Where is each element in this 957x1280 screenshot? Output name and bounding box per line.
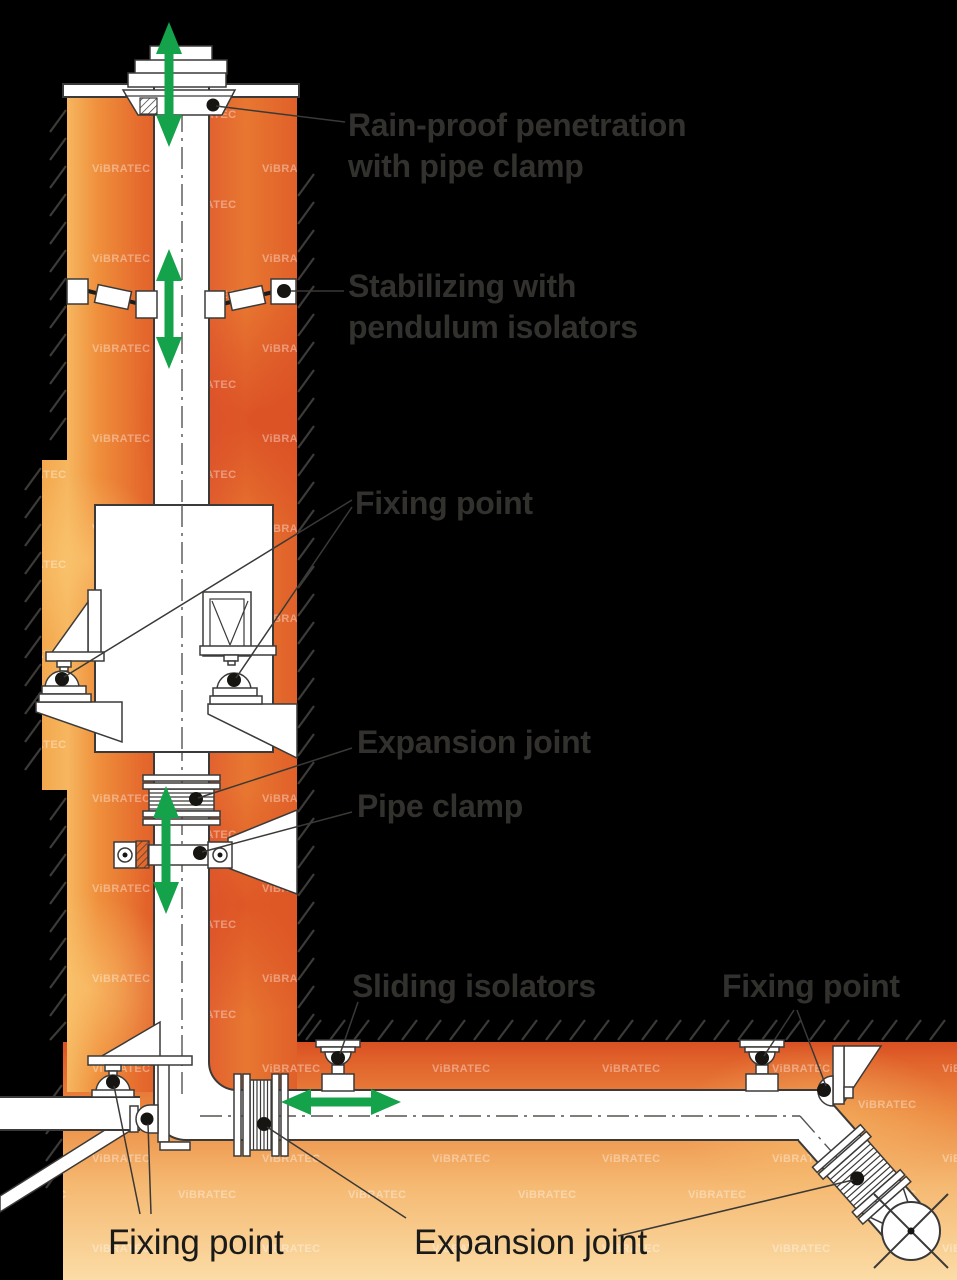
movement-arrow-upper: [156, 249, 182, 369]
sliding-isolator-right: [739, 1039, 785, 1092]
wall-hatching: [24, 109, 315, 1041]
movement-arrow-lower: [153, 786, 179, 914]
label-expansion-joint-bottom: Expansion joint: [414, 1223, 647, 1262]
label-stabilizing-line1: Stabilizing with: [348, 268, 576, 304]
label-pipe-clamp: Pipe clamp: [357, 788, 523, 824]
fixing-assembly-bottom-left: [87, 1020, 193, 1134]
label-expansion-joint-mid: Expansion joint: [357, 724, 591, 760]
label-rain-proof-line2: with pipe clamp: [347, 148, 584, 184]
fixing-assembly-right: [199, 591, 298, 760]
label-fixing-point-right: Fixing point: [722, 968, 900, 1004]
leader-lines: [63, 105, 854, 1237]
label-rain-proof-line1: Rain-proof penetration: [348, 107, 686, 143]
sliding-isolator-left: [315, 1039, 361, 1092]
label-sliding-isolators: Sliding isolators: [352, 968, 596, 1004]
rain-proof-penetration: [121, 89, 237, 116]
expansion-joint-bottom: [233, 1073, 289, 1157]
label-fixing-point-bottom: Fixing point: [108, 1223, 284, 1262]
fixing-assembly-left: [35, 589, 123, 744]
movement-arrow-horizontal: [281, 1089, 401, 1115]
fixing-bracket-bend: [817, 1045, 883, 1107]
callout-labels: Rain-proof penetration with pipe clamp S…: [108, 107, 901, 1262]
movement-arrow-top: [156, 22, 182, 147]
pump-symbol: [873, 1193, 949, 1269]
label-stabilizing-line2: pendulum isolators: [348, 309, 638, 345]
label-fixing-point-mid: Fixing point: [355, 485, 533, 521]
